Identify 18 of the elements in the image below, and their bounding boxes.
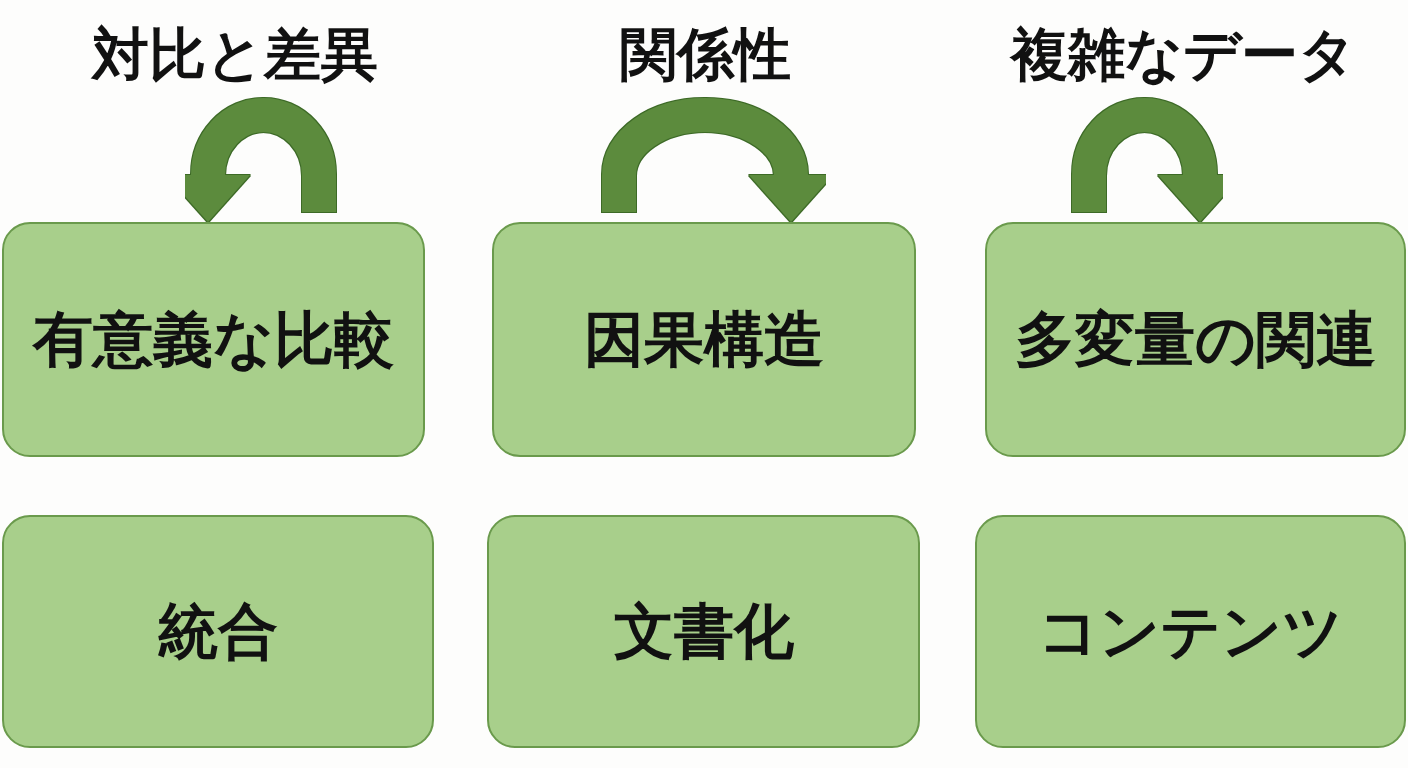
column-heading: 対比と差異	[92, 22, 378, 88]
box-label: 因果構造	[584, 305, 824, 374]
process-box	[2, 222, 425, 457]
curved-arrow	[166, 98, 336, 222]
process-box	[975, 515, 1406, 748]
box-label: 統合	[158, 597, 278, 666]
box-label: 文書化	[613, 597, 794, 666]
box-label: コンテンツ	[1038, 597, 1343, 666]
box-label: 有意義な比較	[33, 305, 394, 374]
process-box	[487, 515, 920, 748]
process-box	[985, 222, 1406, 457]
column-heading: 関係性	[619, 22, 791, 88]
process-box	[492, 222, 916, 457]
curved-arrow	[602, 98, 833, 222]
box-label: 多変量の関連	[1015, 305, 1376, 374]
column-heading: 複雑なデータ	[1010, 22, 1356, 88]
process-box	[2, 515, 434, 748]
curved-arrow	[1072, 98, 1242, 222]
